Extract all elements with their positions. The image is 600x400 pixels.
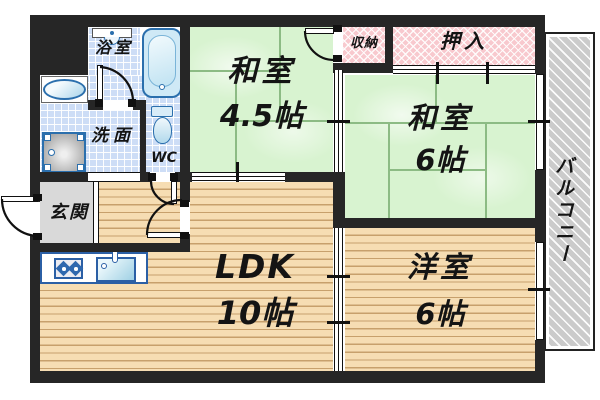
toilet-tank-icon xyxy=(151,106,173,117)
wall-right-b xyxy=(535,170,545,242)
washitsu6-name-label: 和室 xyxy=(406,101,473,135)
wc-door-opening xyxy=(150,172,175,182)
bathtub-drain-icon xyxy=(159,84,165,90)
washer-drain-icon xyxy=(48,149,55,156)
wall-bottom xyxy=(30,371,545,383)
washitsu6-size-label: 6帖 xyxy=(415,143,465,177)
yoshitsu-size-label: 6帖 xyxy=(415,297,465,331)
wall-under-wc xyxy=(175,172,192,182)
hall-door-opening xyxy=(180,202,190,234)
entrance-floor xyxy=(40,182,99,243)
wall-right-c xyxy=(535,340,545,371)
bath-faucet-icon xyxy=(110,31,114,35)
tatami-seam xyxy=(235,70,237,172)
ldk-name-label: LDK xyxy=(215,247,295,286)
wall-top xyxy=(30,15,545,27)
washitsu45-floor xyxy=(190,27,333,172)
wc-door-leaf xyxy=(171,181,177,204)
door-hinge xyxy=(180,200,189,207)
wall-washitsu6-yoshitsu xyxy=(333,218,535,228)
wall-washitsu45-bottom xyxy=(285,172,345,182)
washer-pan-corner xyxy=(44,164,51,171)
washer-pan-corner xyxy=(44,134,51,141)
stove-burner-dot xyxy=(62,267,66,271)
door-hinge xyxy=(148,173,156,181)
yoshitsu-floor xyxy=(345,228,535,371)
fusuma-tick xyxy=(327,275,350,278)
wall-wash-wc xyxy=(140,100,146,172)
entry-door-opening xyxy=(30,202,40,235)
vanity-basin-fixture xyxy=(43,79,86,100)
tatami-seam xyxy=(279,27,281,122)
door-hinge xyxy=(333,25,342,32)
window-tick xyxy=(528,120,550,123)
fusuma-tick xyxy=(436,62,439,84)
door-hinge xyxy=(333,55,342,62)
tatami-seam xyxy=(485,122,487,218)
wall-left-upper xyxy=(30,27,40,202)
sliding-door-ldk-yoshitsu xyxy=(334,228,343,371)
storage-door-opening xyxy=(334,28,343,59)
entrance-label: 玄関 xyxy=(49,202,89,223)
balcony-deck xyxy=(549,37,590,346)
hall-door-leaf xyxy=(147,232,182,238)
bath-door-opening xyxy=(103,100,133,110)
wall-under-wash-b xyxy=(140,172,150,182)
threshold-washroom xyxy=(88,172,140,182)
wc-label: WC xyxy=(151,150,177,166)
window-tick xyxy=(528,288,550,291)
storage-closet xyxy=(342,27,385,63)
washitsu45-name-label: 和室 xyxy=(227,54,296,89)
kitchen-faucet-icon xyxy=(112,251,118,263)
wall-center-lower xyxy=(333,172,345,228)
washitsu45-size-label: 4.5帖 xyxy=(219,99,304,134)
ldk-size-label: 10帖 xyxy=(216,294,294,332)
balcony-label: バルコニー xyxy=(552,156,574,266)
wall-left-lower xyxy=(30,235,40,383)
washer-pan-corner xyxy=(77,164,84,171)
bathroom-label: 浴室 xyxy=(94,38,133,57)
washer-pan-corner xyxy=(77,134,84,141)
door-hinge xyxy=(128,99,136,107)
tatami-seam xyxy=(345,122,535,124)
wall-storage-divider xyxy=(385,27,393,67)
door-hinge xyxy=(170,173,178,181)
tatami-seam xyxy=(388,169,487,171)
wall-under-storage xyxy=(333,63,393,73)
tatami-seam xyxy=(435,75,437,124)
wall-hall-bottom xyxy=(40,243,190,252)
window-yoshitsu xyxy=(536,242,544,340)
tatami-seam xyxy=(237,120,333,122)
bath-door-leaf xyxy=(97,65,103,102)
door-hinge xyxy=(180,232,189,239)
entrance-step xyxy=(93,182,99,243)
washroom-label: 洗面 xyxy=(91,126,135,146)
fusuma-tick xyxy=(327,120,350,123)
stove-burner-dot xyxy=(74,267,78,271)
wall-bath-b xyxy=(133,100,146,110)
fusuma-tick xyxy=(486,62,489,84)
fusuma-tick xyxy=(236,162,239,182)
door-hinge xyxy=(95,99,103,107)
storage-door-leaf xyxy=(305,28,334,34)
washitsu6-floor xyxy=(345,75,535,218)
fusuma-tick xyxy=(327,321,350,324)
bathtub-inner xyxy=(148,35,176,87)
storage-label: 収納 xyxy=(349,36,378,51)
wall-corner-mass xyxy=(40,27,88,75)
door-hinge xyxy=(33,194,42,201)
futon-closet xyxy=(393,27,535,66)
yoshitsu-name-label: 洋室 xyxy=(406,250,473,284)
wall-right-a xyxy=(535,27,545,74)
wall-hall-a xyxy=(180,182,190,202)
toilet-bowl-icon xyxy=(153,117,172,144)
futon-closet-label: 押入 xyxy=(440,29,488,53)
door-hinge xyxy=(33,233,42,240)
wall-under-wash-a xyxy=(40,172,88,182)
kitchen-drain-icon xyxy=(101,263,107,269)
wall-washitsu45-left xyxy=(180,27,190,172)
fusuma-futon-closet xyxy=(393,65,535,74)
